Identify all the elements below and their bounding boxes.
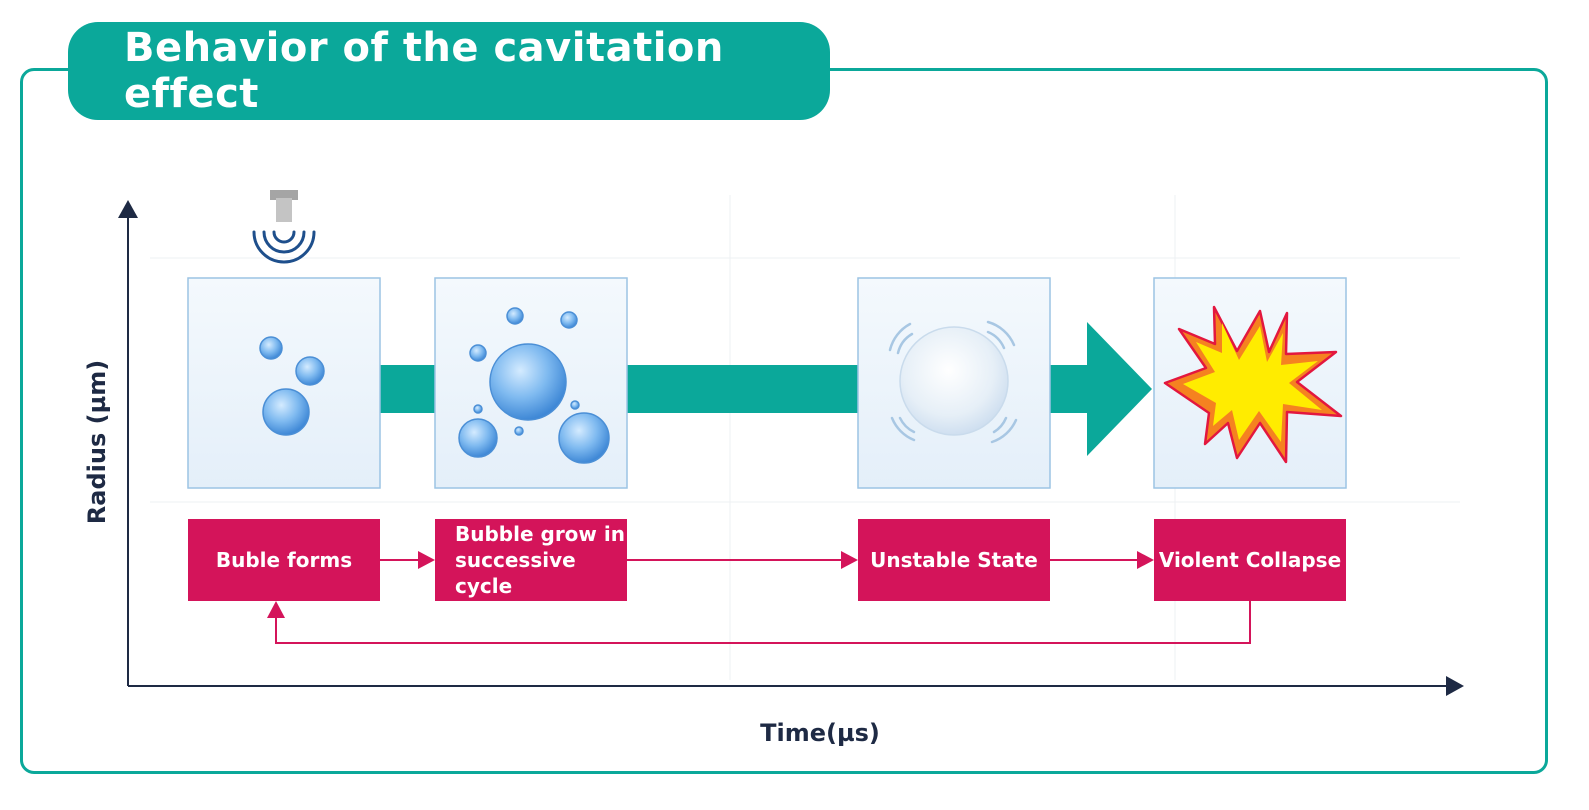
page-title: Behavior of the cavitation effect: [124, 25, 724, 117]
stage-panel-bubble-forms: [187, 277, 381, 489]
vibration-lines-icon: [888, 320, 1018, 444]
sequence-connectors: [267, 551, 1251, 644]
explosion-icon: [1163, 305, 1343, 464]
stage-panel-violent-collapse: [1153, 277, 1347, 489]
bubble-icon: [458, 307, 610, 464]
stage-label-bubble-forms: Buble forms: [188, 519, 380, 601]
x-axis-label: Time(µs): [760, 719, 880, 747]
title-banner: Behavior of the cavitation effect: [68, 22, 830, 120]
bubble-icon: [259, 336, 325, 436]
bubble-icon: [899, 326, 1009, 436]
stage-label-violent-collapse: Violent Collapse: [1154, 519, 1346, 601]
stage-label-text: Violent Collapse: [1158, 548, 1342, 572]
stage-label-unstable-state: Unstable State: [858, 519, 1050, 601]
stage-label-text: Buble forms: [215, 548, 353, 572]
stage-label-bubble-grow: Bubble grow in successive cycle: [435, 519, 627, 601]
arrow-right-icon: [1087, 322, 1152, 456]
ultrasonic-transducer-icon: [252, 190, 316, 264]
stage-panel-bubble-grow: [434, 277, 628, 489]
stage-label-text: Bubble grow in successive cycle: [455, 522, 625, 598]
x-axis: [128, 676, 1464, 696]
y-axis: [118, 200, 138, 686]
stage-panel-unstable-state: [857, 277, 1051, 489]
y-axis-label: Radius (µm): [83, 359, 111, 525]
stage-label-text: Unstable State: [870, 548, 1038, 572]
